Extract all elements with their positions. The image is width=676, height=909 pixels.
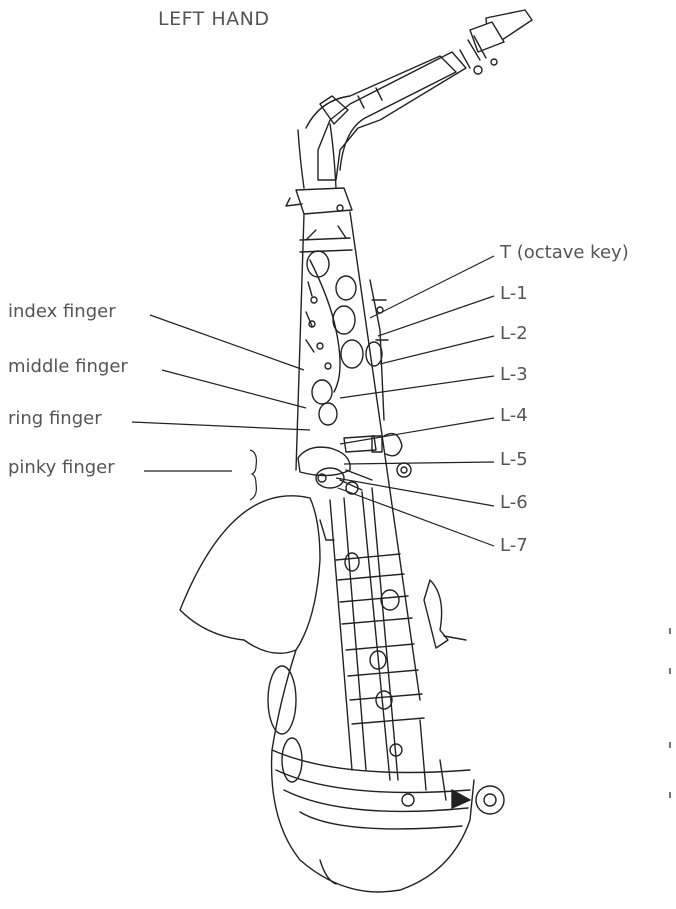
leader-l5: [344, 462, 494, 464]
leader-l3: [340, 376, 494, 398]
mouthpiece-icon: [460, 10, 532, 74]
leader-middle-finger: [162, 370, 306, 408]
lower-stack-icon: [320, 488, 466, 806]
leader-l7: [338, 488, 494, 546]
bell-icon: [180, 496, 504, 892]
leader-index-finger: [150, 315, 304, 370]
leader-ring-finger: [132, 422, 310, 430]
leader-l1: [378, 296, 494, 336]
left-hand-keys-icon: [306, 251, 388, 425]
leader-l4: [340, 418, 494, 444]
pinky-brace: [250, 450, 256, 500]
leader-octave-key: [370, 256, 494, 318]
leader-l6: [336, 478, 494, 506]
leader-l2: [380, 336, 494, 364]
neck-icon: [298, 52, 466, 188]
